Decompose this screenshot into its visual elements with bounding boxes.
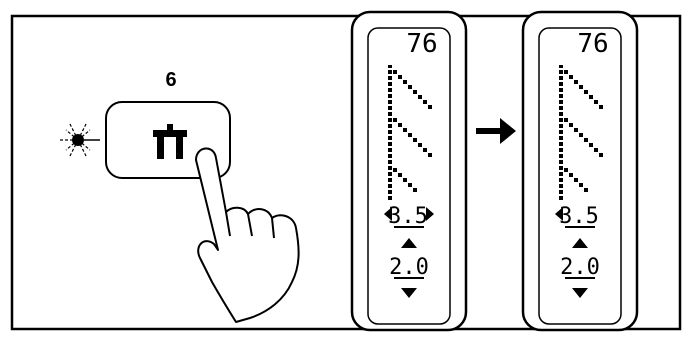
lcd-screen-after: 76 3.5 2.0 [523, 12, 637, 330]
lcd-screen-before: 76 3.5 2.0 [352, 12, 466, 330]
stitch-width-value: 3.5 [559, 204, 599, 229]
button-number-label: 6 [165, 69, 176, 91]
right-arrow-icon [476, 118, 516, 144]
stitch-width-value: 3.5 [388, 204, 428, 229]
led-icon [60, 124, 100, 156]
stitch-length-value: 2.0 [560, 255, 600, 280]
pattern-number: 76 [406, 29, 437, 59]
pointing-hand-icon [196, 148, 299, 322]
pattern-number: 76 [577, 29, 608, 59]
stitch-length-value: 2.0 [389, 255, 429, 280]
